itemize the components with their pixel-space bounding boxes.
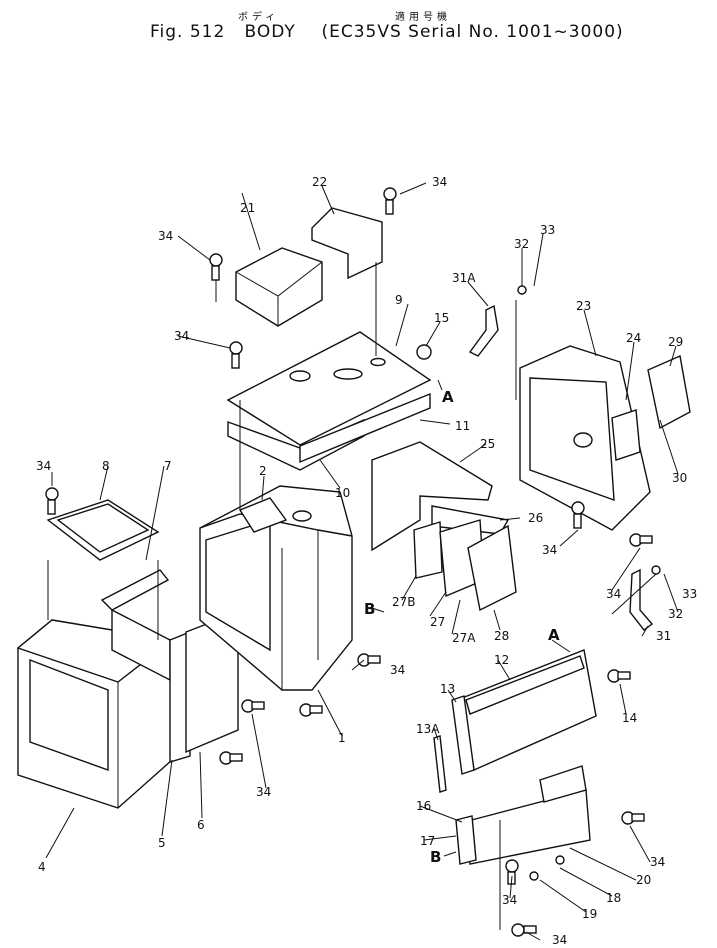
callout-14: 14 <box>622 711 637 725</box>
part-handle-31 <box>629 568 654 631</box>
callout-17: 17 <box>420 834 435 848</box>
figure-number: Fig. 512 <box>150 22 226 42</box>
part-seal-28 <box>467 524 517 612</box>
callout-34-bottom: 34 <box>502 893 517 907</box>
figure-model-serial: (EC35VS Serial No. 1001~3000) <box>321 22 624 42</box>
part-seal-13a <box>433 735 447 793</box>
marker-a-top: A <box>442 388 454 406</box>
callout-23: 23 <box>576 299 591 313</box>
callout-20: 20 <box>636 873 651 887</box>
part-front-cover-4 <box>16 619 174 809</box>
callout-28: 28 <box>494 629 509 643</box>
callout-12: 12 <box>494 653 509 667</box>
callout-34-left-middle: 34 <box>174 329 189 343</box>
callout-13a: 13A <box>416 722 440 736</box>
callout-9: 9 <box>395 293 403 307</box>
marker-b-body: B <box>364 600 375 618</box>
callout-30: 30 <box>672 471 687 485</box>
callout-5: 5 <box>158 836 166 850</box>
callout-34-top: 34 <box>432 175 447 189</box>
callout-34-panel: 34 <box>650 855 665 869</box>
callout-33-top: 33 <box>540 223 555 237</box>
callout-34-left-upper: 34 <box>158 229 173 243</box>
title-japanese-body: ボディ <box>238 12 280 23</box>
part-grille-plate-8 <box>46 499 160 561</box>
callout-32-bottom: 32 <box>668 607 683 621</box>
callout-1: 1 <box>338 731 346 745</box>
part-rear-cowl-23 <box>519 345 651 531</box>
part-lower-panel-16 <box>463 765 591 865</box>
part-cover-seal-25 <box>371 441 493 552</box>
callout-10: 10 <box>335 486 350 500</box>
callout-2: 2 <box>259 464 267 478</box>
part-cover-21 <box>235 247 323 327</box>
part-body-frame-1 <box>199 485 353 691</box>
callout-34-right: 34 <box>606 587 621 601</box>
title-japanese-serial: 適用号機 <box>395 12 451 23</box>
figure-title: Fig. 512 BODY (EC35VS Serial No. 1001~30… <box>150 22 624 42</box>
callout-26: 26 <box>528 511 543 525</box>
part-side-panel-5 <box>169 630 191 763</box>
callout-25: 25 <box>480 437 495 451</box>
part-grille-29 <box>647 355 691 430</box>
callout-34-right-middle: 34 <box>542 543 557 557</box>
callout-15: 15 <box>434 311 449 325</box>
callout-16: 16 <box>416 799 431 813</box>
callout-27b: 27B <box>392 595 416 609</box>
leader-lines <box>45 182 679 941</box>
callout-29: 29 <box>668 335 683 349</box>
callout-34-lower: 34 <box>256 785 271 799</box>
callout-4: 4 <box>38 860 46 874</box>
part-seal-13 <box>451 695 475 775</box>
part-seal-strip-7 <box>100 569 171 682</box>
callout-13: 13 <box>440 682 455 696</box>
part-seal-17 <box>455 815 477 865</box>
callout-11: 11 <box>455 419 470 433</box>
callout-6: 6 <box>197 818 205 832</box>
callout-19: 19 <box>582 907 597 921</box>
callout-7: 7 <box>164 459 172 473</box>
callout-8: 8 <box>102 459 110 473</box>
marker-a-panel: A <box>548 626 560 644</box>
callout-33-bottom: 33 <box>682 587 697 601</box>
callout-21: 21 <box>240 201 255 215</box>
bolt-icon-group <box>45 187 661 937</box>
callout-27a: 27A <box>452 631 476 645</box>
callout-32-top: 32 <box>514 237 529 251</box>
callout-18: 18 <box>606 891 621 905</box>
part-handle-31a <box>468 304 499 357</box>
callout-27: 27 <box>430 615 445 629</box>
part-bracket-22 <box>311 207 383 280</box>
callout-22: 22 <box>312 175 327 189</box>
part-seal-11 <box>299 392 431 464</box>
section-markers: A A B B <box>364 388 560 866</box>
callout-31a: 31A <box>452 271 476 285</box>
callout-34-center: 34 <box>390 663 405 677</box>
callout-34-bottom-right: 34 <box>552 933 567 947</box>
figure-name: BODY <box>244 22 296 42</box>
part-top-plate-9 <box>226 331 432 446</box>
part-side-panel-12 <box>461 649 597 772</box>
callout-31: 31 <box>656 629 671 643</box>
part-seal-27b <box>413 521 443 579</box>
callout-34-left: 34 <box>36 459 51 473</box>
callout-24: 24 <box>626 331 641 345</box>
callout-labels: 1 2 4 5 6 7 8 9 10 11 12 13 13A 14 15 16… <box>36 175 697 947</box>
marker-b-panel: B <box>430 848 441 866</box>
